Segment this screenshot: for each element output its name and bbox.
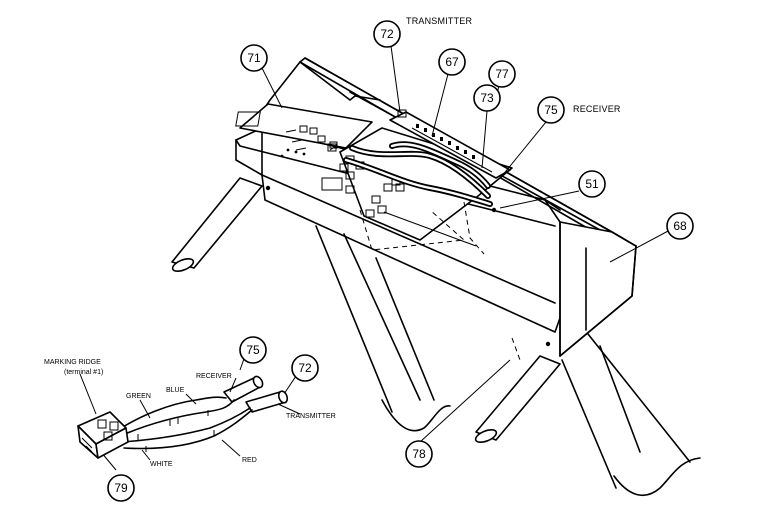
svg-text:68: 68 bbox=[673, 219, 687, 233]
upright-left bbox=[315, 225, 451, 432]
mounting-dashed-lines bbox=[359, 201, 521, 361]
callout-51: 51 bbox=[578, 170, 606, 198]
label-transmitter-bottom: TRANSMITTER bbox=[286, 413, 336, 420]
svg-text:73: 73 bbox=[480, 91, 494, 105]
label-transmitter-top: TRANSMITTER bbox=[406, 16, 472, 26]
callout-68: 68 bbox=[666, 212, 694, 240]
handrail-right bbox=[474, 355, 561, 444]
svg-text:75: 75 bbox=[246, 343, 260, 357]
sensor-strip bbox=[389, 109, 511, 179]
callout-72-top: 72 bbox=[373, 20, 401, 48]
label-blue-wire: BLUE bbox=[166, 387, 185, 394]
svg-text:75: 75 bbox=[544, 103, 558, 117]
upright-right bbox=[561, 333, 701, 497]
console-cables bbox=[343, 141, 497, 213]
callout-73: 73 bbox=[473, 84, 501, 112]
label-green-wire: GREEN bbox=[126, 393, 151, 400]
label-marking-ridge: MARKING RIDGE bbox=[44, 359, 101, 366]
control-board bbox=[235, 103, 373, 158]
label-white-wire: WHITE bbox=[150, 461, 173, 468]
callout-78: 78 bbox=[405, 440, 433, 468]
callout-77: 77 bbox=[488, 60, 516, 88]
label-receiver-top: RECEIVER bbox=[573, 104, 621, 114]
svg-text:77: 77 bbox=[495, 67, 509, 81]
svg-text:78: 78 bbox=[412, 447, 426, 461]
svg-text:71: 71 bbox=[247, 51, 261, 65]
callout-leaders bbox=[95, 45, 671, 471]
svg-text:72: 72 bbox=[380, 27, 394, 41]
svg-text:79: 79 bbox=[114, 481, 128, 495]
label-red-wire: RED bbox=[242, 457, 257, 464]
svg-text:67: 67 bbox=[445, 55, 459, 69]
callout-72-bottom: 72 bbox=[291, 354, 319, 382]
callout-71: 71 bbox=[240, 44, 268, 72]
wiring-harness bbox=[77, 373, 301, 461]
handrail-left bbox=[171, 177, 263, 273]
callout-75-bottom: 75 bbox=[239, 336, 267, 364]
svg-text:51: 51 bbox=[585, 177, 599, 191]
callout-75-top: 75 bbox=[537, 96, 565, 124]
callout-79: 79 bbox=[107, 474, 135, 502]
label-terminal-note: (terminal #1) bbox=[64, 369, 103, 376]
label-receiver-bottom: RECEIVER bbox=[196, 373, 232, 380]
callout-67: 67 bbox=[438, 48, 466, 76]
svg-text:72: 72 bbox=[298, 361, 312, 375]
